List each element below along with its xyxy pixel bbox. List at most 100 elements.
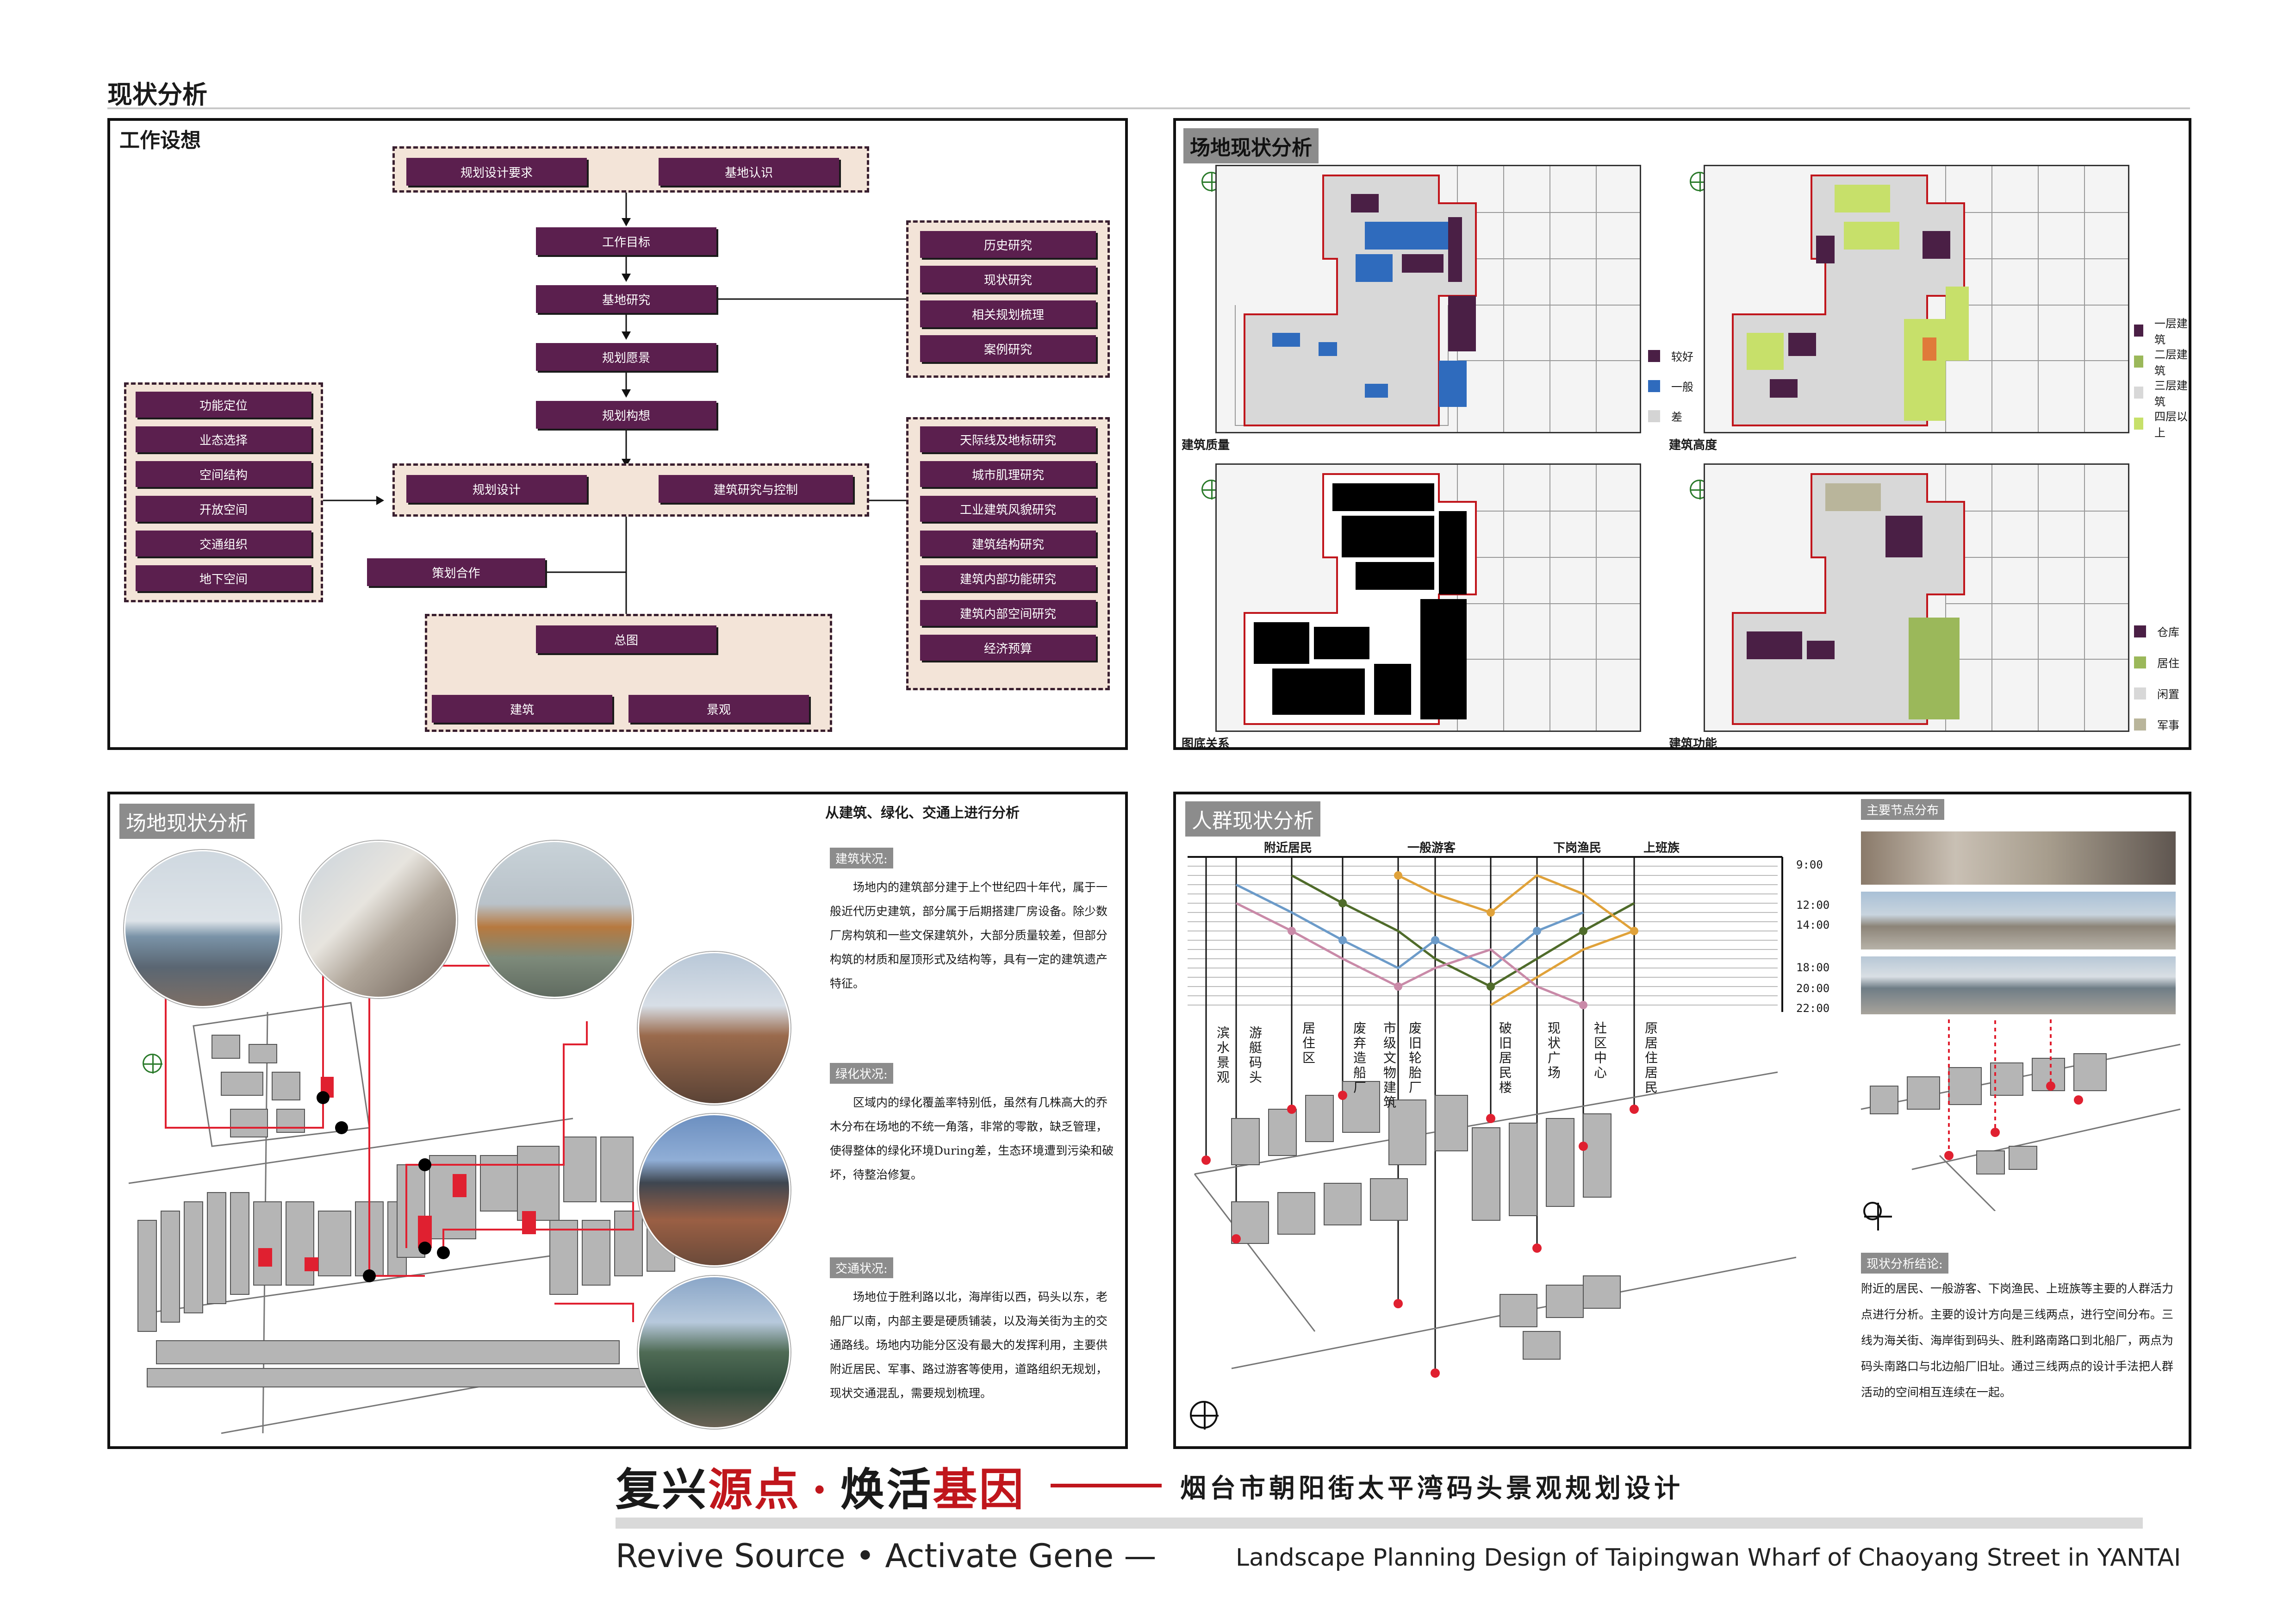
footer-en-title: Revive Source • Activate Gene — xyxy=(616,1537,1157,1575)
footer-cn-part: 基因 xyxy=(933,1463,1026,1516)
north-compass-icon xyxy=(1863,1202,1892,1230)
map-figure-ground xyxy=(1215,463,1641,732)
flow-box: 功能定位 xyxy=(136,392,311,418)
footer-cn-subtitle: 烟台市朝阳街太平湾码头景观规划设计 xyxy=(1180,1473,1684,1504)
site-status-heading: 从建筑、绿化、交通上进行分析 xyxy=(825,805,1020,821)
crowd-panel: 人群现状分析 xyxy=(1173,792,2191,1449)
place-label: 游艇码头 xyxy=(1247,1026,1263,1085)
place-label: 废弃造船厂 xyxy=(1351,1021,1367,1095)
flow-box: 总图 xyxy=(536,625,716,653)
footer-cn-title: 复兴源点·焕活基因 xyxy=(616,1454,1025,1518)
flow-box: 空间结构 xyxy=(136,461,311,487)
footer-cn-part: · xyxy=(812,1463,829,1516)
footer-rule xyxy=(616,1518,2143,1529)
node-massing-drawing xyxy=(1860,1017,2181,1211)
flow-box: 交通组织 xyxy=(136,531,311,556)
legend-item: 一般 xyxy=(1648,378,1693,394)
flowchart-title: 工作设想 xyxy=(119,129,201,152)
flow-box: 历史研究 xyxy=(920,231,1096,258)
section-label: 交通状况: xyxy=(830,1257,893,1278)
site-status-panel: 场地现状分析 xyxy=(107,792,1128,1449)
legend-item: 较好 xyxy=(1648,348,1693,364)
map-building-height xyxy=(1704,165,2129,433)
section-text: 场地内的建筑部分建于上个世纪四十年代，属于一般近代历史建筑，部分属于后期搭建厂房… xyxy=(830,881,1108,990)
map-caption: 建筑功能 xyxy=(1669,737,1717,750)
place-label: 社区中心 xyxy=(1592,1021,1607,1081)
flow-box: 现状研究 xyxy=(920,266,1096,293)
place-label: 市级文物建筑 xyxy=(1381,1021,1397,1110)
conclusion-title: 现状分析结论: xyxy=(1861,1253,1948,1274)
map-figure-ground-svg xyxy=(1217,465,1640,731)
legend-item: 差 xyxy=(1648,408,1682,424)
section-label: 建筑状况: xyxy=(830,848,893,868)
site-maps-title: 场地现状分析 xyxy=(1183,128,1319,163)
time-label: 14:00 xyxy=(1796,918,1830,931)
flow-box: 业态选择 xyxy=(136,426,311,452)
flow-box: 建筑研究与控制 xyxy=(659,475,853,503)
site-photo-debris xyxy=(638,1276,790,1429)
legend-item: 一层建筑 xyxy=(2134,314,2189,347)
flow-box: 经济预算 xyxy=(920,635,1096,661)
footer-cn-part: 焕活 xyxy=(840,1463,933,1516)
time-label: 9:00 xyxy=(1796,858,1823,871)
flow-box: 景观 xyxy=(628,695,809,723)
place-label: 居住区 xyxy=(1300,1021,1316,1066)
section-text: 区域内的绿化覆盖率特别低，虽然有几株高大的乔木分布在场地的不统一角落，非常的零散… xyxy=(830,1096,1114,1181)
map-building-function-svg xyxy=(1705,465,2128,731)
flow-box: 规划设计 xyxy=(406,475,587,503)
footer-en-subtitle: Landscape Planning Design of Taipingwan … xyxy=(1236,1544,2181,1572)
crowd-title: 人群现状分析 xyxy=(1185,801,1320,837)
flow-box: 建筑结构研究 xyxy=(920,531,1096,556)
place-label: 废旧轮胎厂 xyxy=(1407,1021,1422,1095)
time-label: 20:00 xyxy=(1796,982,1830,995)
node-photo-2 xyxy=(1861,892,2176,949)
footer-red-rule xyxy=(1051,1484,1162,1487)
flow-box: 城市肌理研究 xyxy=(920,461,1096,487)
time-label: 22:00 xyxy=(1796,1002,1830,1015)
legend-item: 二层建筑 xyxy=(2134,345,2189,378)
footer-cn-part: 源点 xyxy=(708,1463,801,1516)
map-building-quality xyxy=(1215,165,1641,433)
flow-box: 天际线及地标研究 xyxy=(920,426,1096,452)
flow-box: 案例研究 xyxy=(920,335,1096,362)
sheet-rule xyxy=(107,107,2190,109)
map-building-function xyxy=(1704,463,2129,732)
flow-box: 规划愿景 xyxy=(536,343,716,371)
nodes-title: 主要节点分布 xyxy=(1861,799,1945,820)
north-compass-icon xyxy=(1190,1401,1219,1430)
map-caption: 建筑质量 xyxy=(1182,438,1230,452)
flow-box: 规划设计要求 xyxy=(406,158,587,186)
map-building-height-svg xyxy=(1705,166,2128,432)
place-label: 破旧居民楼 xyxy=(1497,1021,1512,1095)
legend-item: 三层建筑 xyxy=(2134,376,2189,409)
flow-box: 相关规划梳理 xyxy=(920,300,1096,327)
map-building-quality-svg xyxy=(1217,166,1640,432)
legend-item: 军事 xyxy=(2134,716,2179,732)
section-label: 绿化状况: xyxy=(830,1063,893,1084)
node-photo-1 xyxy=(1861,831,2176,885)
flow-box: 建筑 xyxy=(432,695,612,723)
flow-box: 工业建筑风貌研究 xyxy=(920,496,1096,522)
legend-item: 闲置 xyxy=(2134,685,2179,701)
footer-cn-part: 复兴 xyxy=(616,1463,708,1516)
flow-box: 开放空间 xyxy=(136,496,311,522)
crowd-group-label: 附近居民 xyxy=(1264,841,1313,855)
flow-box: 基地研究 xyxy=(536,285,716,313)
flow-box: 建筑内部功能研究 xyxy=(920,565,1096,591)
crowd-timeline-drawing xyxy=(1188,856,1797,1378)
site-photo-harbor xyxy=(124,850,281,1007)
crowd-group-label: 一般游客 xyxy=(1407,841,1456,855)
legend-item: 居住 xyxy=(2134,654,2179,670)
site-maps-panel: 场地现状分析 建筑质量 较好 一般 差 xyxy=(1173,118,2191,750)
north-compass-icon xyxy=(143,1054,162,1074)
conclusion-text: 附近的居民、一般游客、下岗渔民、上班族等主要的人群活力点进行分析。主要的设计方向… xyxy=(1861,1282,2174,1399)
time-label: 12:00 xyxy=(1796,899,1830,912)
flowchart-panel: 工作设想 xyxy=(107,118,1128,750)
crowd-group-label: 下岗渔民 xyxy=(1553,841,1602,855)
node-photo-3 xyxy=(1861,956,2176,1014)
site-photo-chimneys xyxy=(638,952,790,1105)
site-photo-arcade-building xyxy=(638,1114,790,1267)
site-massing-drawing xyxy=(128,965,675,1434)
site-status-title: 场地现状分析 xyxy=(119,804,255,839)
legend-item: 仓库 xyxy=(2134,623,2179,639)
